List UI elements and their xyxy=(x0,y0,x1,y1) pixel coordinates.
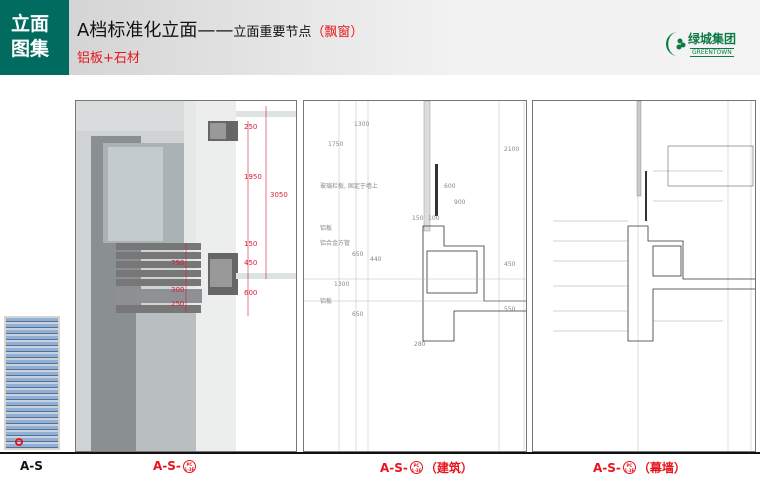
dim-label: 2100 xyxy=(504,146,520,153)
dim-label: 300 xyxy=(171,286,185,294)
caption-text: A-S xyxy=(20,459,43,473)
greentown-logo: 绿城集团 GREENTOWN xyxy=(666,30,760,60)
dim-label: 250 xyxy=(171,300,185,308)
dim-label: 750 xyxy=(171,259,185,267)
dim-label: 440 xyxy=(370,256,382,263)
callout-top: PC xyxy=(186,461,193,467)
dim-label: 650 xyxy=(352,251,364,258)
window-render xyxy=(76,101,296,451)
dim-label: 650 xyxy=(352,311,364,318)
callout-top: PC xyxy=(413,463,420,468)
dim-label: 1750 xyxy=(328,141,344,148)
header: 立面图集 A档标准化立面——立面重要节点（飘窗） 铝板+石材 绿城集团 GREE… xyxy=(0,0,760,75)
dim-label: 250 xyxy=(244,123,258,131)
dim-label: 150 xyxy=(244,240,258,248)
caption-tag: （幕墙） xyxy=(637,461,686,475)
dim-label: 450 xyxy=(244,259,258,267)
annotation-label: 玻璃栏板, 固定于墙上 xyxy=(320,183,378,190)
caption-overview: A-S xyxy=(20,459,43,473)
dim-label: 600 xyxy=(244,289,258,297)
dim-label: 1300 xyxy=(354,121,370,128)
dim-label: 550 xyxy=(504,306,516,313)
callout-top: PC xyxy=(626,463,633,468)
dim-label: 1300 xyxy=(334,281,350,288)
curtain-wall-section-panel xyxy=(532,100,756,452)
caption-text: A-S- xyxy=(380,460,408,475)
callout-bottom: 1-3F xyxy=(624,468,635,473)
dim-label: 280 xyxy=(414,341,426,348)
dim-label: 150 xyxy=(412,215,424,222)
dim-label: 900 xyxy=(454,199,466,206)
render-panel: 250 1950 3050 150 450 600 750 300 250 xyxy=(75,100,297,452)
caption-divider xyxy=(0,452,760,454)
dim-label: 3050 xyxy=(270,191,288,199)
location-marker-icon xyxy=(15,438,23,446)
dim-label: 100 xyxy=(428,215,440,222)
title-main: A档标准化立面—— xyxy=(77,20,234,41)
page-title: A档标准化立面——立面重要节点（飘窗） xyxy=(77,16,363,42)
curtain-wall-drawing xyxy=(553,101,755,451)
caption-tag: （建筑） xyxy=(424,461,473,475)
section-drawing xyxy=(304,101,526,451)
annotation-label: 铝板 xyxy=(320,298,333,305)
badge-line2: 图集 xyxy=(11,38,50,60)
building-elevation-thumbnail xyxy=(4,316,60,450)
caption-text: A-S- xyxy=(593,460,621,475)
annotation-label: 铝合金方管 xyxy=(320,240,351,247)
badge-line1: 立面 xyxy=(11,13,50,35)
title-tag: （飘窗） xyxy=(311,25,364,40)
dim-label: 450 xyxy=(504,261,516,268)
dim-label: 1950 xyxy=(244,173,262,181)
title-sub: 立面重要节点 xyxy=(233,25,312,40)
leaf-logo-icon xyxy=(666,32,686,56)
dim-label: 600 xyxy=(444,183,456,190)
page-subtitle: 铝板+石材 xyxy=(77,51,140,66)
architectural-section-panel: 玻璃栏板, 固定于墙上 铝板 铝合金方管 铝板 1750 1300 2100 6… xyxy=(303,100,527,452)
caption-text: A-S- xyxy=(153,459,181,473)
callout-bottom: 1-3F xyxy=(411,468,422,473)
section-badge: 立面图集 xyxy=(0,0,69,75)
logo-text-en: GREENTOWN xyxy=(690,48,734,57)
logo-text-cn: 绿城集团 xyxy=(688,32,737,46)
callout-bottom: 1-3F xyxy=(184,466,195,472)
annotation-label: 铝板 xyxy=(320,225,333,232)
